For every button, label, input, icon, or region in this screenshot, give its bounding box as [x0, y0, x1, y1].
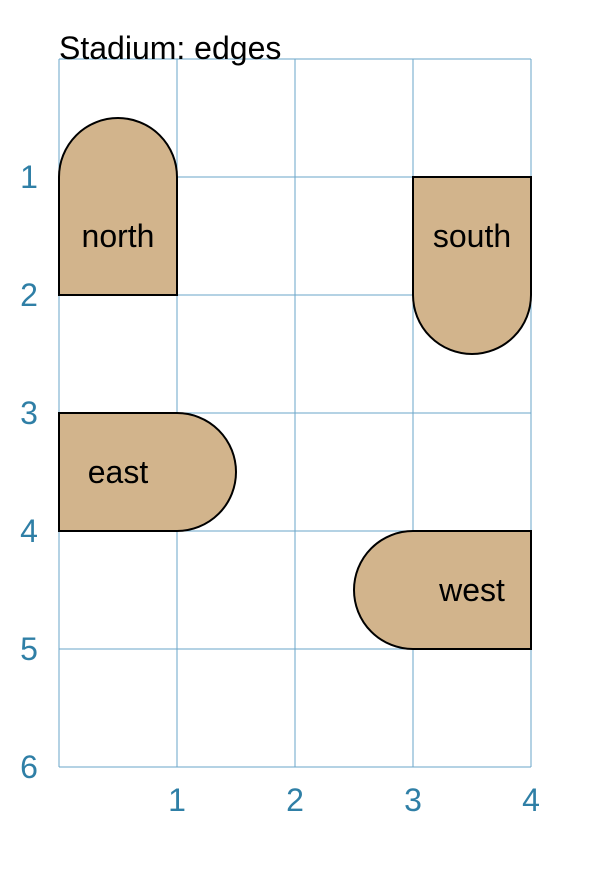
x-axis-label: 3 — [404, 782, 422, 818]
shape-label-south: south — [433, 218, 511, 254]
shapes: north south east west — [58, 117, 532, 650]
stadium-shape-west — [353, 530, 532, 650]
y-axis-label: 2 — [20, 277, 38, 313]
y-axis-label: 4 — [20, 513, 38, 549]
x-axis-label: 1 — [168, 782, 186, 818]
y-axis-label: 3 — [20, 395, 38, 431]
shape-label-west: west — [438, 572, 505, 608]
stadium-shape-south — [412, 176, 532, 355]
stadium-shape-north — [58, 117, 178, 296]
x-axis-label: 4 — [522, 782, 540, 818]
diagram-title: Stadium: edges — [59, 30, 281, 66]
y-axis-label: 1 — [20, 159, 38, 195]
shape-label-north: north — [82, 218, 155, 254]
axis-labels: 1 2 3 4 1 2 3 4 5 6 — [20, 159, 540, 818]
y-axis-label: 5 — [20, 631, 38, 667]
y-axis-label: 6 — [20, 749, 38, 785]
x-axis-label: 2 — [286, 782, 304, 818]
shape-label-east: east — [88, 454, 149, 490]
stadium-shape-east — [58, 412, 237, 532]
